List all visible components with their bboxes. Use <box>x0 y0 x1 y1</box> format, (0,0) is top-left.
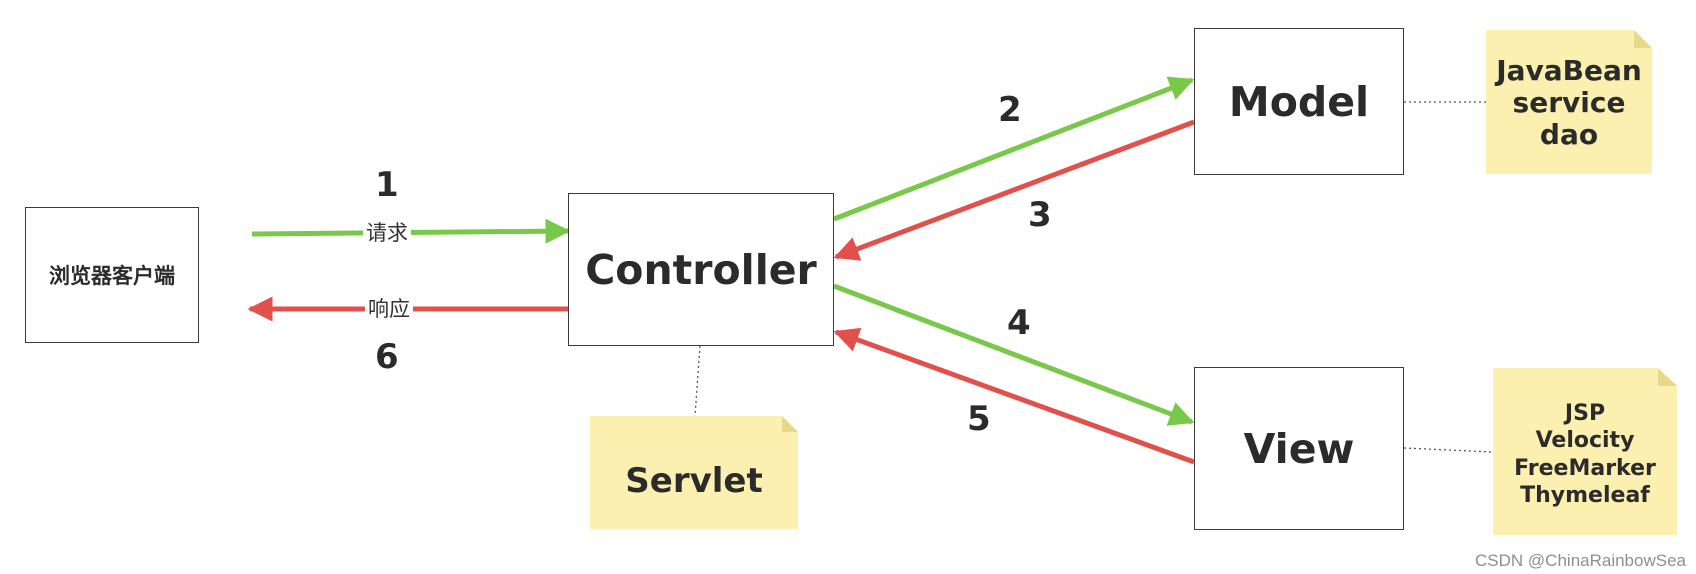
model-box: Model <box>1194 28 1404 175</box>
step-1-number: 1 <box>375 165 399 205</box>
step-2-number: 2 <box>998 90 1022 130</box>
model-note-shape <box>1486 30 1652 174</box>
view-label: View <box>1243 424 1355 473</box>
arrow-model-to-controller <box>833 119 1195 261</box>
model-note-line: JavaBean <box>1496 53 1642 87</box>
model-note: JavaBean service dao <box>1486 44 1652 162</box>
view-note-leader-line <box>1403 447 1494 453</box>
step-4-number: 4 <box>1007 303 1031 343</box>
servlet-note-fold <box>782 416 798 432</box>
servlet-note-label: Servlet <box>625 460 763 501</box>
model-note-fold <box>1634 30 1652 48</box>
view-note: JSP Velocity FreeMarker Thymeleaf <box>1493 392 1677 517</box>
arrow-controller-to-view <box>833 283 1195 426</box>
step-6-number: 6 <box>375 337 399 377</box>
model-label: Model <box>1228 77 1370 126</box>
view-note-shape <box>1493 368 1677 535</box>
model-note-line: dao <box>1539 118 1599 152</box>
view-box: View <box>1194 367 1404 530</box>
controller-label: Controller <box>585 245 817 294</box>
view-note-line: FreeMarker <box>1514 455 1656 481</box>
view-note-fold <box>1658 368 1677 386</box>
arrow-view-to-controller <box>833 327 1195 465</box>
response-label: 响应 <box>365 297 413 323</box>
view-note-line: Thymeleaf <box>1520 483 1650 508</box>
browser-client-box: 浏览器客户端 <box>25 207 199 343</box>
model-note-line: service <box>1512 85 1626 119</box>
step-5-number: 5 <box>967 399 991 439</box>
controller-box: Controller <box>568 193 834 346</box>
arrow-controller-to-model <box>833 76 1195 222</box>
view-note-line: Velocity <box>1535 428 1635 453</box>
request-label: 请求 <box>363 221 411 247</box>
servlet-note: Servlet <box>590 432 798 529</box>
view-note-line: JSP <box>1564 400 1606 426</box>
servlet-leader-line <box>694 345 701 417</box>
browser-client-label: 浏览器客户端 <box>49 264 175 288</box>
watermark: CSDN @ChinaRainbowSea <box>1475 551 1686 570</box>
servlet-note-shape <box>590 416 798 529</box>
step-3-number: 3 <box>1028 195 1052 235</box>
